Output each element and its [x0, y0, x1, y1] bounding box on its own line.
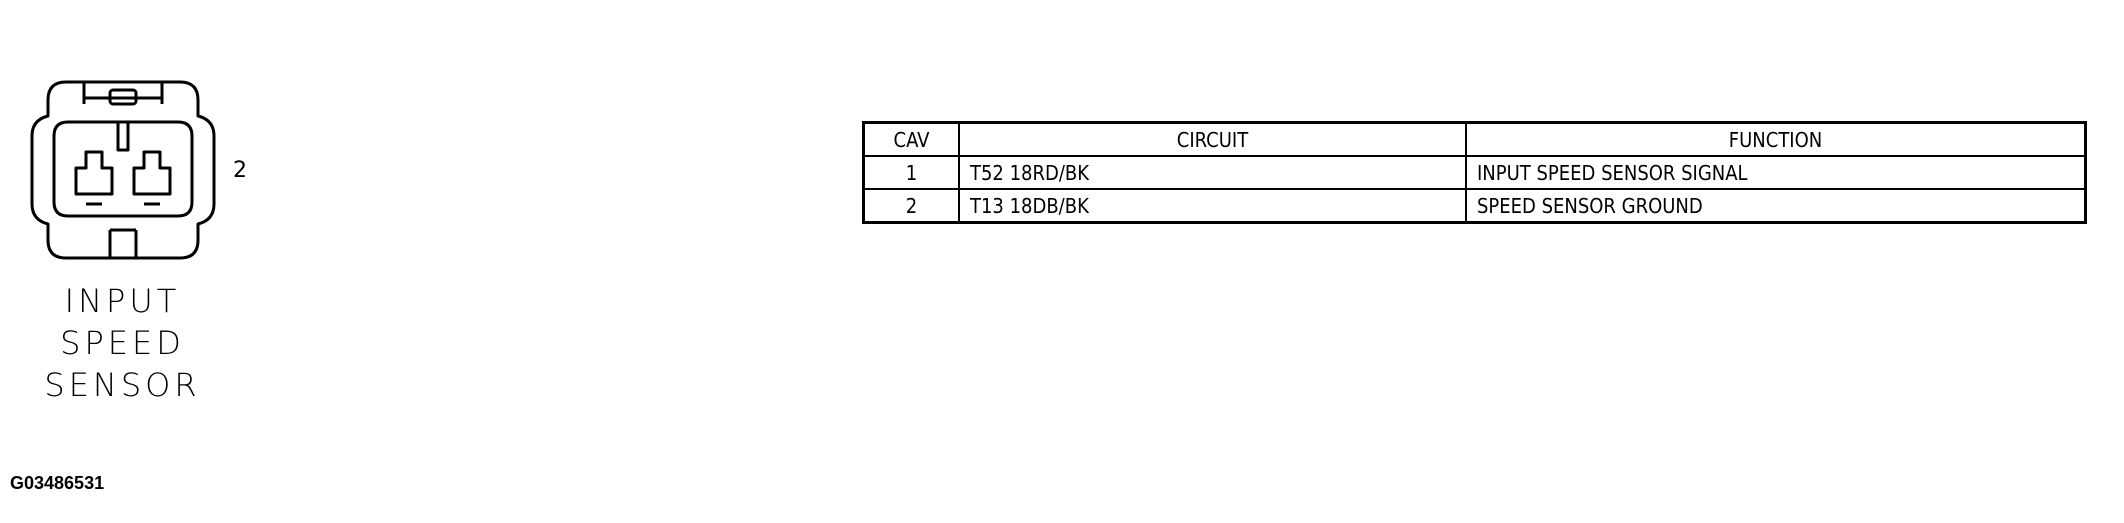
connector-name: INPUT SPEED SENSOR	[0, 280, 245, 406]
connector-inner-face	[52, 120, 194, 218]
connector-latch	[108, 88, 138, 106]
figure-code: G03486531	[10, 473, 105, 493]
connector-bottom-rib	[108, 228, 138, 258]
cavity-1-terminal	[74, 150, 114, 196]
table-row: 1 T52 18RD/BK INPUT SPEED SENSOR SIGNAL	[862, 155, 2087, 190]
table-header-row: CAV CIRCUIT FUNCTION	[862, 121, 2087, 157]
header-circuit: CIRCUIT	[958, 121, 1467, 157]
connector-face-drawing	[30, 80, 216, 260]
cell-function: SPEED SENSOR GROUND	[1465, 188, 2087, 224]
connector-outer-housing	[30, 80, 216, 260]
connector-key-notch	[116, 122, 130, 152]
cell-circuit: T52 18RD/BK	[958, 155, 1467, 190]
cell-cav: 1	[862, 155, 960, 190]
cavity-number-label: 2	[233, 158, 247, 183]
connector-name-line-1: INPUT	[64, 282, 181, 320]
header-function: FUNCTION	[1465, 121, 2087, 157]
cell-function: INPUT SPEED SENSOR SIGNAL	[1465, 155, 2087, 190]
cell-cav: 2	[862, 188, 960, 224]
cavity-2-terminal	[132, 150, 172, 196]
pinout-table: CAV CIRCUIT FUNCTION 1 T52 18RD/BK INPUT…	[862, 121, 2087, 224]
header-cav: CAV	[862, 121, 960, 157]
table-row: 2 T13 18DB/BK SPEED SENSOR GROUND	[862, 188, 2087, 224]
connector-lock-tab	[82, 82, 164, 104]
connector-name-line-2: SPEED	[60, 324, 185, 362]
connector-name-line-3: SENSOR	[44, 366, 201, 404]
cell-circuit: T13 18DB/BK	[958, 188, 1467, 224]
